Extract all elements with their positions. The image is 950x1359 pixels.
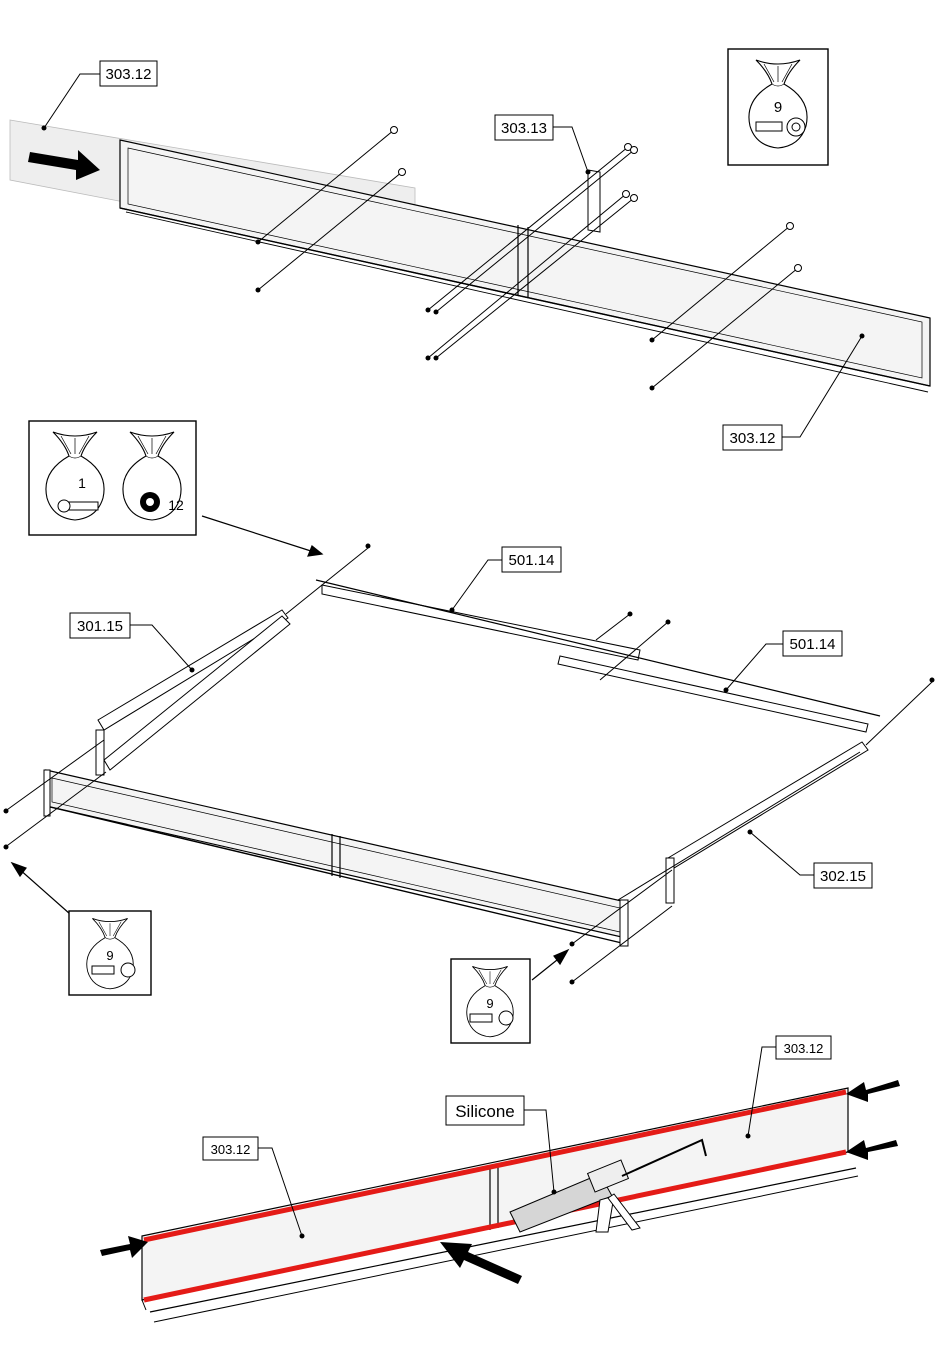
hardware-bags-1-and-12: 1 12 [29,421,196,535]
callout-302-15: 302.15 [820,868,866,885]
hardware-bag-icon-9-left: 9 [69,911,151,995]
hardware-bag-icon-9-right: 9 [451,959,530,1043]
svg-text:9: 9 [486,996,493,1011]
callout-silicone: Silicone [455,1102,515,1121]
bolt-icon [756,122,782,131]
svg-text:12: 12 [168,497,184,513]
callout-303-12-right: 303.12 [730,430,776,447]
rail-501-14-rear [322,585,640,660]
rear-panel-face [120,140,930,386]
callout-303-12-left: 303.12 [211,1142,251,1157]
svg-text:1: 1 [78,475,86,491]
callout-303-12-right: 303.12 [784,1041,824,1056]
screw-icon [66,502,98,510]
svg-text:9: 9 [774,99,782,116]
nut-icon [121,963,135,977]
svg-text:9: 9 [106,948,113,963]
nut-icon [787,118,805,136]
bolt-icon [470,1014,492,1022]
callout-501-14-front: 501.14 [790,636,836,653]
nut-icon [499,1011,513,1025]
section-3-silicone-sealing: 303.12 303.12 Silicone [100,1036,900,1322]
rail-501-14-front [558,656,868,732]
section-1-rear-panel-assembly: 303.12 303.13 303.12 9 [10,49,930,450]
callout-501-14-rear: 501.14 [509,552,555,569]
callout-303-12-top-left: 303.12 [106,66,152,83]
side-rail-302-15 [668,742,868,868]
hardware-bag-icon-9: 9 [728,49,828,165]
bolt-icon [92,966,114,974]
callout-303-13: 303.13 [501,120,547,137]
callout-301-15: 301.15 [77,618,123,635]
section-2-frame-assembly: 501.14 501.14 301.15 302.15 [4,421,935,1043]
